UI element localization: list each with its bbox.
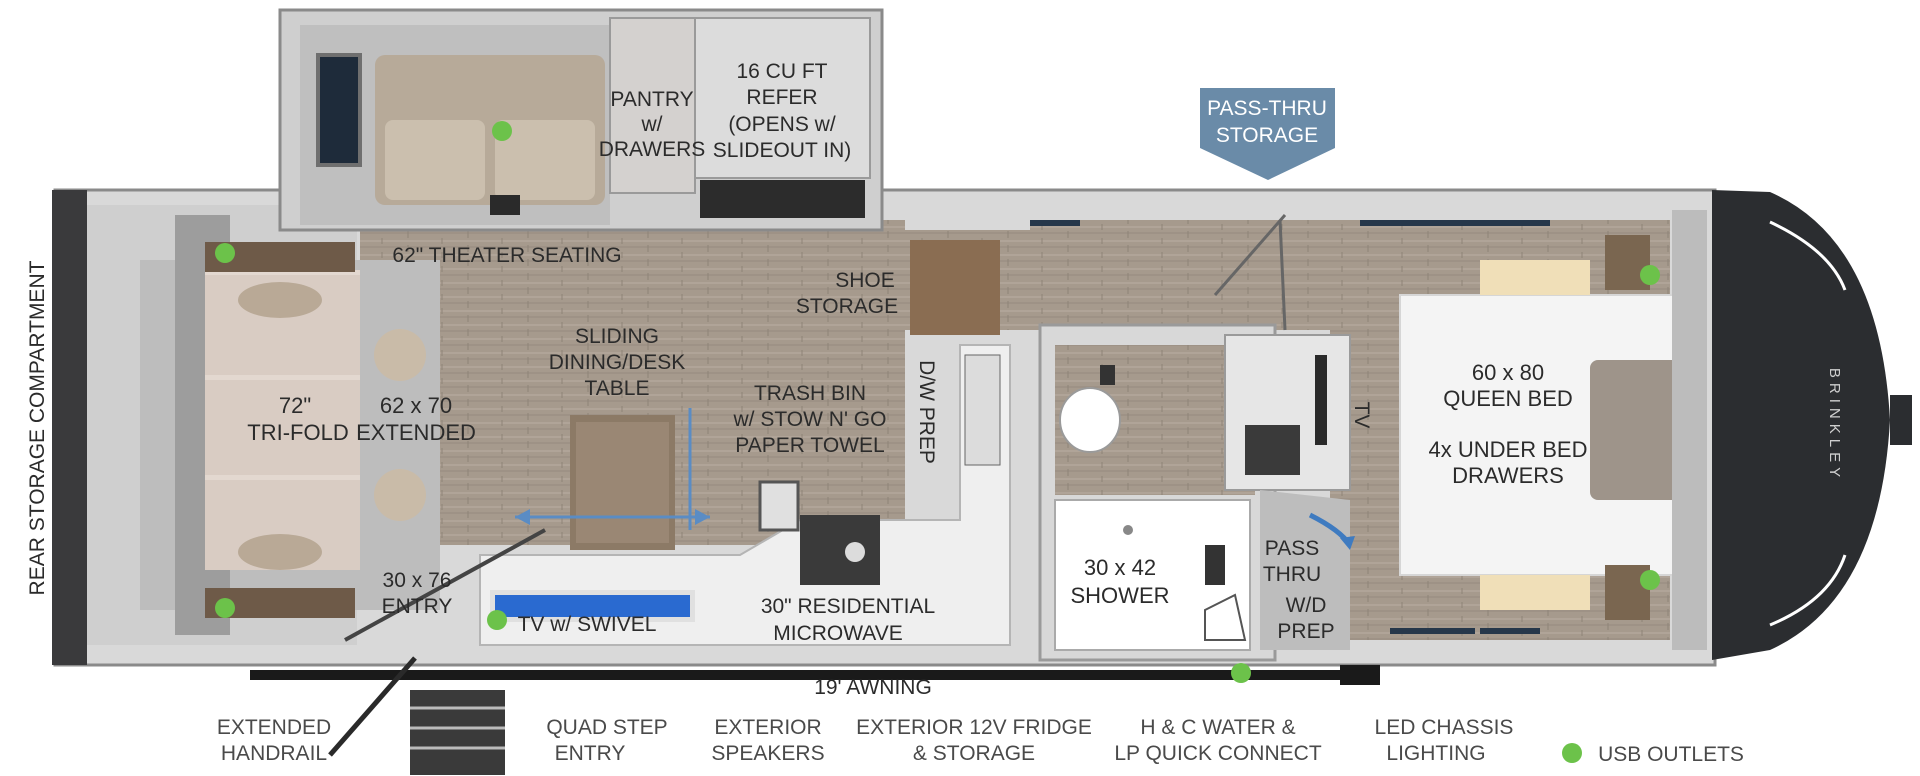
sliding-table-label-2: DINING/DESK: [549, 351, 686, 374]
microwave-label-2: MICROWAVE: [773, 622, 903, 645]
theater-seating-label: 62" THEATER SEATING: [392, 244, 621, 267]
awning-chassis: [250, 656, 1380, 775]
interior-labels: REAR STORAGE COMPARTMENT PANTRY w/ DRAWE…: [26, 60, 1587, 699]
top-slideout: [278, 8, 884, 232]
wd-prep-label-2: PREP: [1277, 620, 1334, 643]
legend-usb-label: USB OUTLETS: [1598, 743, 1744, 766]
pass-thru-label-2: THRU: [1263, 563, 1321, 586]
quad-step-label-2: ENTRY: [555, 742, 626, 765]
pantry-label-1: PANTRY: [610, 88, 693, 111]
dining-table: [515, 408, 710, 550]
usb-outlet-dot: [215, 243, 235, 263]
sliding-table-label-1: SLIDING: [575, 325, 659, 348]
entry-label-2: ENTRY: [382, 595, 453, 618]
drawers-label-1: 4x UNDER BED: [1429, 437, 1588, 462]
fridge-label-1: EXTERIOR 12V FRIDGE: [856, 716, 1092, 739]
extended-label-2: EXTENDED: [356, 420, 476, 445]
trash-bin-label-2: w/ STOW N' GO: [733, 408, 887, 431]
led-label-2: LIGHTING: [1386, 742, 1485, 765]
wd-prep-label-1: W/D: [1286, 594, 1327, 617]
usb-outlet-dot: [1640, 265, 1660, 285]
shower-label-1: 30 x 42: [1084, 555, 1156, 580]
handrail-label-1: EXTENDED: [217, 716, 331, 739]
speakers-label-2: SPEAKERS: [711, 742, 824, 765]
pass-thru-storage-label-1: PASS-THRU: [1207, 97, 1327, 120]
brand-logo-text: BRINKLEY: [1826, 368, 1843, 482]
handrail-label-2: HANDRAIL: [221, 742, 327, 765]
legend-usb-dot: [1562, 743, 1582, 763]
refer-label-3: (OPENS w/: [728, 113, 836, 136]
shoe-storage-label-1: SHOE: [835, 269, 895, 292]
refer-label-1: 16 CU FT: [736, 60, 827, 83]
dw-prep-label: D/W PREP: [915, 360, 938, 464]
microwave-label-1: 30" RESIDENTIAL: [761, 595, 935, 618]
sliding-table-label-3: TABLE: [585, 377, 650, 400]
speakers-label-1: EXTERIOR: [714, 716, 821, 739]
bathroom: [1038, 214, 1355, 662]
trifold-label-1: 72": [279, 393, 311, 418]
led-label-1: LED CHASSIS: [1375, 716, 1514, 739]
water-label-1: H & C WATER &: [1140, 716, 1295, 739]
bed-label-1: 60 x 80: [1472, 360, 1544, 385]
fridge-label-2: & STORAGE: [913, 742, 1035, 765]
quad-step-label-1: QUAD STEP: [546, 716, 667, 739]
extended-label-1: 62 x 70: [380, 393, 452, 418]
water-label-2: LP QUICK CONNECT: [1114, 742, 1321, 765]
usb-outlet-dot: [487, 610, 507, 630]
trifold-label-2: TRI-FOLD: [247, 420, 348, 445]
awning-label: 19' AWNING: [814, 676, 932, 699]
usb-outlets: [215, 121, 1660, 683]
shoe-storage-label-2: STORAGE: [796, 295, 898, 318]
bedroom: [1399, 210, 1707, 650]
trash-bin-label-3: PAPER TOWEL: [735, 434, 884, 457]
front-cap: BRINKLEY: [1712, 190, 1912, 660]
usb-outlet-dot: [1231, 663, 1251, 683]
trash-bin-label-1: TRASH BIN: [754, 382, 866, 405]
pass-thru-storage-label-2: STORAGE: [1216, 124, 1318, 147]
windows: [1030, 220, 1550, 634]
entry-steps: [410, 690, 505, 775]
kitchen-counter: [344, 240, 1011, 646]
exterior-labels: EXTENDED HANDRAIL QUAD STEP ENTRY EXTERI…: [217, 716, 1514, 765]
tv-swivel-label: TV w/ SWIVEL: [518, 613, 657, 636]
usb-outlet-dot: [215, 598, 235, 618]
usb-outlet-dot: [492, 121, 512, 141]
shower-label-2: SHOWER: [1071, 583, 1170, 608]
refer-label-4: SLIDEOUT IN): [713, 139, 851, 162]
trifold-sofa: [175, 215, 426, 635]
pass-thru-storage-badge: PASS-THRU STORAGE: [1200, 88, 1335, 180]
refer-label-2: REFER: [746, 86, 817, 109]
entry-label-1: 30 x 76: [383, 569, 452, 592]
drawers-label-2: DRAWERS: [1452, 463, 1564, 488]
pantry-label-3: DRAWERS: [599, 138, 706, 161]
pantry-label-2: w/: [641, 113, 663, 136]
rear-storage-label: REAR STORAGE COMPARTMENT: [26, 260, 49, 595]
usb-outlet-dot: [1640, 570, 1660, 590]
tv-label: TV: [1350, 402, 1373, 429]
pass-thru-label-1: PASS: [1265, 537, 1319, 560]
legend: USB OUTLETS: [1562, 743, 1744, 766]
bed-label-2: QUEEN BED: [1443, 386, 1573, 411]
